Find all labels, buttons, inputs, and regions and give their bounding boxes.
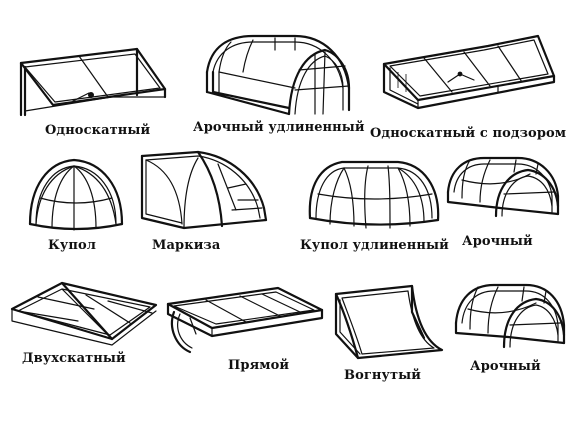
canopy-dome: Купол <box>20 152 130 262</box>
canopy-gable: Двухскатный <box>8 275 168 375</box>
label-single-slope: Односкатный <box>45 123 151 138</box>
gable-drawing <box>10 281 158 346</box>
canopy-arched-1: Арочный <box>440 150 565 260</box>
canopy-single-slope: Односкатный <box>15 45 175 138</box>
label-awning: Маркиза <box>152 238 221 253</box>
dome-drawing <box>28 158 124 231</box>
label-straight: Прямой <box>228 358 290 373</box>
arched-1-drawing <box>446 156 560 218</box>
label-dome: Купол <box>48 238 96 253</box>
canopy-arched-elongated: Арочный удлиненный <box>193 30 365 135</box>
canopy-single-slope-soffit: Односкатный с подзором <box>370 30 568 141</box>
arched-2-drawing <box>454 283 566 349</box>
canopy-awning: Маркиза <box>138 148 273 263</box>
canopy-straight: Прямой <box>160 282 330 377</box>
label-dome-elongated: Купол удлиненный <box>300 238 449 253</box>
awning-drawing <box>140 150 268 230</box>
label-arched-elongated: Арочный удлиненный <box>193 120 365 135</box>
canopy-dome-elongated: Купол удлиненный <box>298 152 449 262</box>
single-slope-soffit-drawing <box>382 34 556 110</box>
single-slope-drawing <box>19 47 167 117</box>
label-single-slope-soffit: Односкатный с подзором <box>370 126 567 141</box>
dome-elongated-drawing <box>308 160 440 229</box>
arched-elongated-drawing <box>205 34 351 116</box>
label-arched-1: Арочный <box>462 234 533 249</box>
label-arched-2: Арочный <box>470 359 541 374</box>
canopy-concave: Вогнутый <box>330 282 445 392</box>
concave-drawing <box>334 284 444 360</box>
label-gable: Двухскатный <box>22 351 126 366</box>
canopy-arched-2: Арочный <box>448 275 568 380</box>
label-concave: Вогнутый <box>344 368 421 383</box>
straight-drawing <box>166 286 324 354</box>
